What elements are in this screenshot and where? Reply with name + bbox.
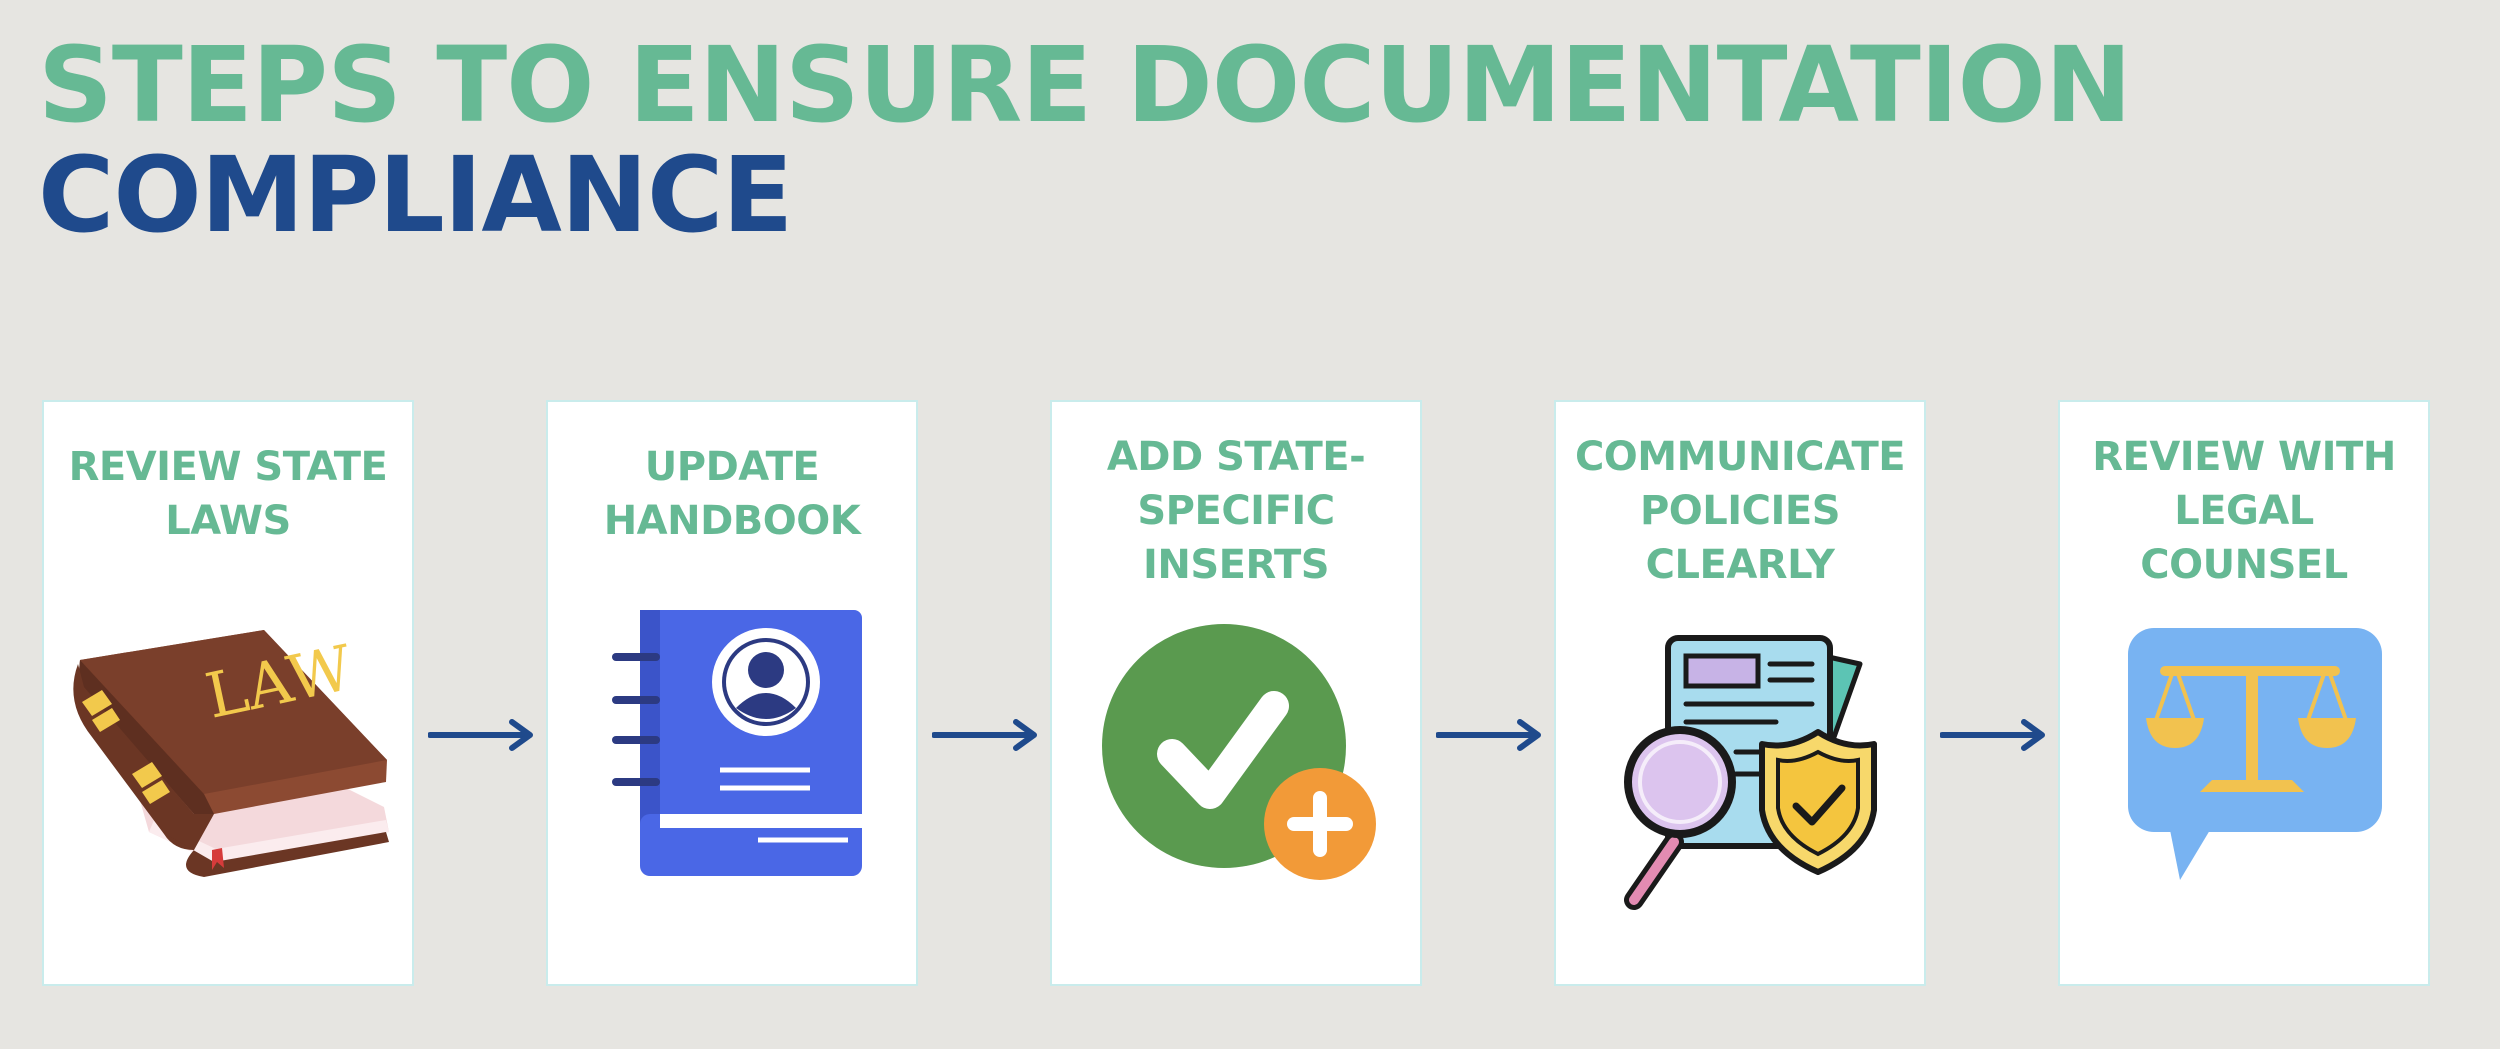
step-card-update-handbook: UPDATE HANDBOOK [546, 400, 918, 986]
step-card-review-state-laws: REVIEW STATE LAWS LAW [42, 400, 414, 986]
check-plus-icon [1102, 624, 1376, 880]
step-label: ADD STATE-SPECIFIC INSERTS [1106, 434, 1366, 588]
scales-speech-bubble-icon [2128, 628, 2382, 880]
step-label: COMMUNICATE POLICIES CLEARLY [1574, 434, 1906, 588]
title-line-2: COMPLIANCE [38, 134, 793, 256]
step-card-communicate-policies-clearly: COMMUNICATE POLICIES CLEARLY [1554, 400, 1926, 986]
document-magnifier-shield-icon [1624, 635, 1877, 910]
page-title: STEPS TO ENSURE DOCUMENTATION COMPLIANCE [38, 24, 2132, 256]
step-label: UPDATE HANDBOOK [603, 444, 861, 544]
step-card-add-state-specific-inserts: ADD STATE-SPECIFIC INSERTS [1050, 400, 1422, 986]
step-label: REVIEW STATE LAWS [68, 444, 388, 544]
arrow-right-icon [1940, 719, 2045, 751]
title-line-1: STEPS TO ENSURE DOCUMENTATION [38, 24, 2132, 146]
handbook-profile-icon [612, 610, 862, 876]
arrow-right-icon [1436, 719, 1541, 751]
step-card-review-with-legal-counsel: REVIEW WITH LEGAL COUNSEL [2058, 400, 2430, 986]
step-label: REVIEW WITH LEGAL COUNSEL [2092, 434, 2396, 588]
arrow-right-icon [428, 719, 533, 751]
arrow-right-icon [932, 719, 1037, 751]
law-book-icon: LAW [73, 630, 389, 877]
